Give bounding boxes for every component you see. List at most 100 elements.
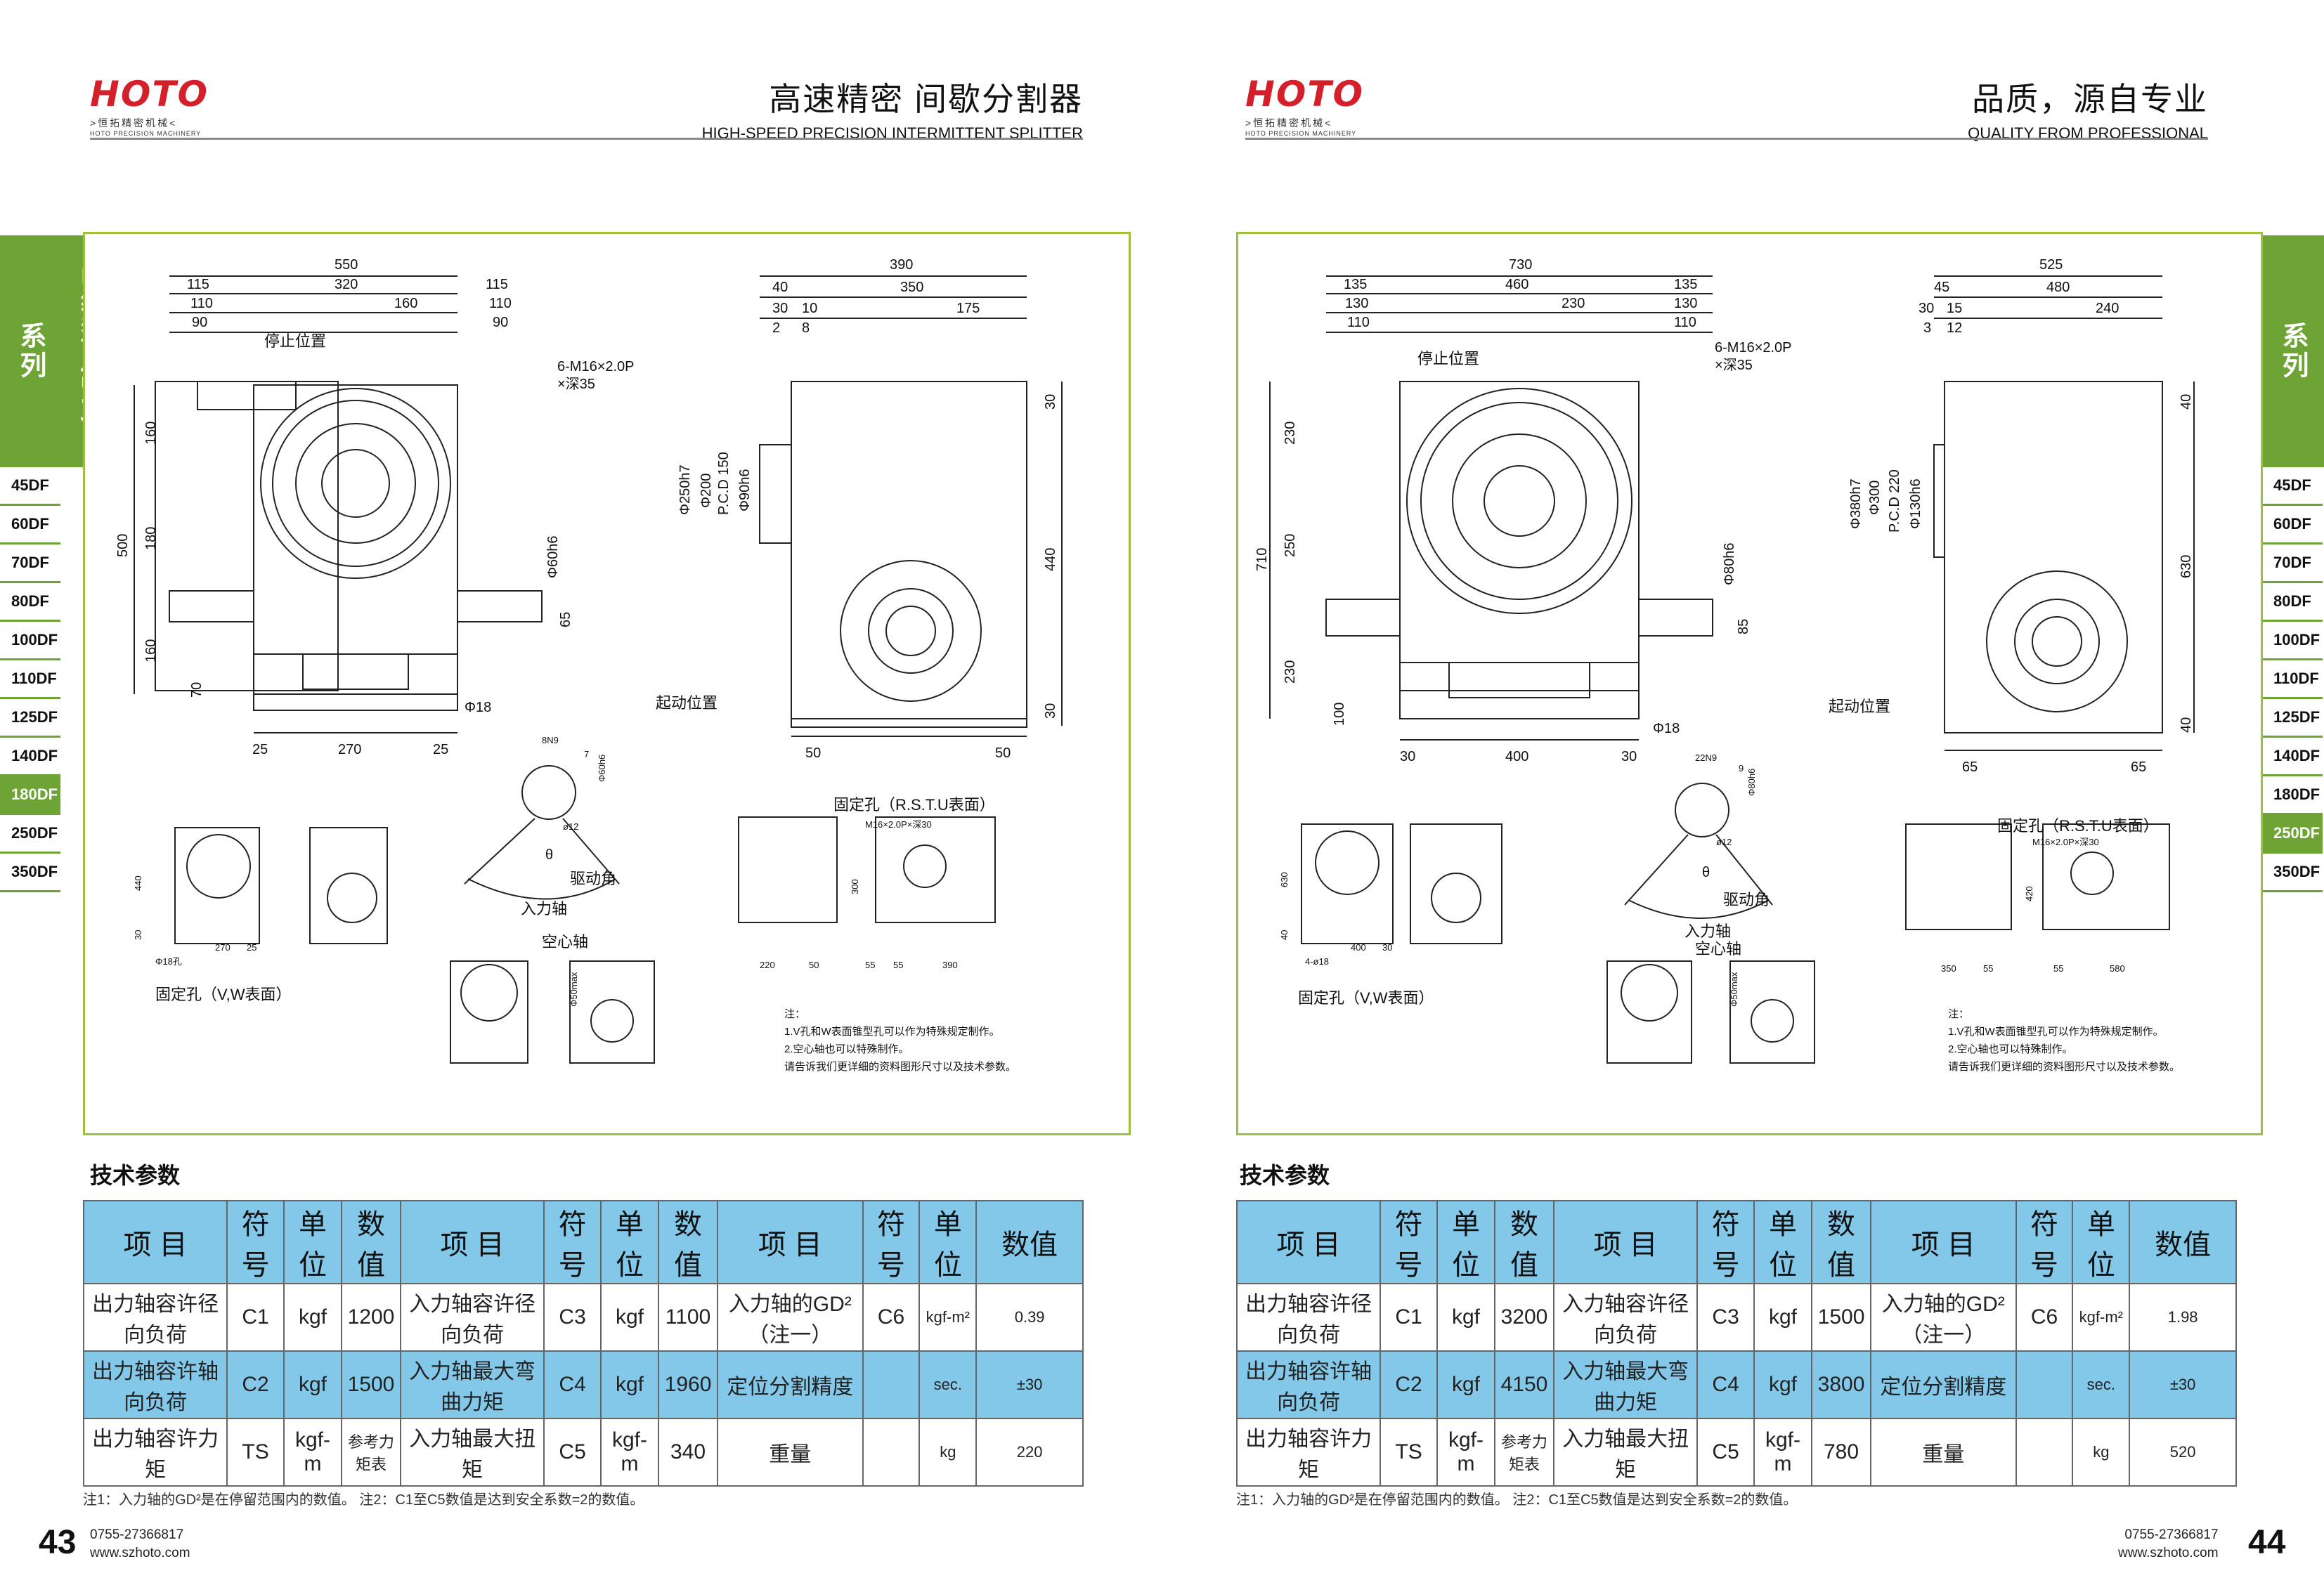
side-dim-40a: 40 [2179, 394, 2194, 410]
side-dim-525: 525 [2039, 257, 2063, 273]
drawing-frame: 550 115 320 115 110 160 110 90 90 停止位置 6… [83, 232, 1131, 1135]
small-dim-55a: 55 [1983, 963, 1993, 974]
side-view-bore-outer [2014, 599, 2100, 684]
model-tab-140df[interactable]: 140DF [0, 738, 60, 776]
model-tab-350df[interactable]: 350DF [2262, 854, 2323, 892]
model-tab-80df[interactable]: 80DF [2262, 583, 2323, 622]
side-dim-10: 10 [802, 301, 817, 316]
technical-drawing: 730 135 460 135 130 230 130 110 110 停止位置… [1254, 257, 2195, 1073]
model-tab-250df[interactable]: 250DF [0, 815, 60, 854]
website-link[interactable]: www.szhoto.com [2118, 1546, 2219, 1560]
table-cell: 重量 [717, 1418, 864, 1487]
model-tab-110df[interactable]: 110DF [2262, 660, 2323, 699]
side-view-base [791, 718, 1027, 728]
table-cell: C3 [543, 1283, 602, 1352]
front-base-notch [302, 653, 409, 690]
dim-110a: 110 [1347, 315, 1370, 330]
drawing-note-2: 2.空心轴也可以特殊制作。 [784, 1043, 909, 1055]
header-title-en: HIGH-SPEED PRECISION INTERMITTENT SPLITT… [701, 124, 1083, 142]
side-dim-65b: 65 [2131, 759, 2146, 775]
table-header-cell: 符号 [862, 1200, 921, 1284]
dim-230a: 230 [1283, 422, 1298, 445]
model-tab-100df[interactable]: 100DF [2262, 622, 2323, 660]
side-dim-240: 240 [2096, 301, 2119, 316]
side-dim-45: 45 [1934, 280, 1949, 295]
small-dim-350: 350 [1941, 963, 1956, 974]
key-shaft-circle [521, 765, 576, 820]
hollow-front-view [450, 960, 528, 1064]
model-tab-180df[interactable]: 180DF [2262, 776, 2323, 815]
table-cell [2015, 1350, 2074, 1419]
table-cell: 出力轴容许轴向负荷 [82, 1350, 228, 1419]
table-header-cell: 项 目 [1553, 1200, 1699, 1284]
side-dim-15: 15 [1947, 301, 1962, 316]
series-label: 凸缘型（DF）系列 [2262, 235, 2324, 467]
side-phi300: Φ300 [1867, 481, 1883, 515]
header-title-cn: 高速精密 间歇分割器 [769, 81, 1083, 117]
model-tab-70df[interactable]: 70DF [2262, 544, 2323, 583]
small-front-flange [1315, 830, 1380, 895]
small-dim-phi50max: Φ50max [569, 972, 579, 1007]
table-header-cell: 单位 [599, 1200, 660, 1284]
model-tab-180df[interactable]: 180DF [0, 776, 60, 815]
model-tab-110df[interactable]: 110DF [0, 660, 60, 699]
model-tab-100df[interactable]: 100DF [0, 622, 60, 660]
rstu-side-view [875, 816, 996, 923]
table-cell: kgf [1436, 1283, 1496, 1352]
table-header-cell: 项 目 [400, 1200, 545, 1284]
rstu-front-view [1905, 823, 2012, 930]
model-tab-60df[interactable]: 60DF [2262, 506, 2323, 544]
header-divider [90, 138, 1083, 140]
model-tab-250df[interactable]: 250DF [2262, 815, 2323, 854]
dim-180: 180 [143, 527, 159, 550]
dim-110b: 110 [1674, 315, 1696, 330]
table-cell: kgf-m [283, 1418, 343, 1487]
model-tab-45df[interactable]: 45DF [0, 467, 60, 506]
table-cell: kgf [283, 1283, 343, 1352]
table-cell: 入力轴的GD²（注一） [717, 1283, 864, 1352]
table-header-cell: 数值 [658, 1200, 719, 1284]
small-dim-40: 40 [1279, 930, 1290, 940]
model-tab-70df[interactable]: 70DF [0, 544, 60, 583]
small-dim-580: 580 [2110, 963, 2125, 974]
table-cell [862, 1418, 921, 1487]
table-header-cell: 数值 [2129, 1200, 2237, 1284]
side-dim-30: 30 [772, 301, 788, 316]
model-tab-125df[interactable]: 125DF [2262, 699, 2323, 738]
table-cell: ±30 [2129, 1350, 2237, 1419]
model-tab-45df[interactable]: 45DF [2262, 467, 2323, 506]
table-cell: 1.98 [2129, 1283, 2237, 1352]
side-dim-480: 480 [2046, 280, 2070, 295]
model-tab-80df[interactable]: 80DF [0, 583, 60, 622]
drawing-note-1: 1.V孔和W表面锥型孔可以作为特殊规定制作。 [784, 1026, 1000, 1038]
parameter-table: 项 目 符号 单位 数值 项 目 符号 单位 数值 项 目 符号 单位 数值 出… [82, 1200, 1084, 1487]
small-front-view [174, 827, 260, 944]
dim-320: 320 [335, 277, 358, 292]
small-dim-55b: 55 [893, 960, 903, 970]
drawing-note-3: 请告诉我们更详细的资料图形尺寸以及技术参数。 [784, 1061, 1016, 1073]
model-tab-125df[interactable]: 125DF [0, 699, 60, 738]
bolt-spec: 6-M16×2.0P [1715, 340, 1792, 356]
table-cell: 3200 [1493, 1283, 1555, 1352]
section-title: 技术参数 [1240, 1163, 1330, 1188]
model-tab-140df[interactable]: 140DF [2262, 738, 2323, 776]
key-22n9: 22N9 [1695, 752, 1717, 763]
side-phi90: Φ90h6 [737, 469, 753, 511]
drawing-note-1: 1.V孔和W表面锥型孔可以作为特殊规定制作。 [1948, 1026, 2164, 1038]
table-cell: C1 [1380, 1283, 1438, 1352]
side-dim-8: 8 [802, 320, 810, 336]
drive-angle-label: 驱动角 [1723, 891, 1770, 908]
table-cell: C6 [862, 1283, 921, 1352]
model-tab-60df[interactable]: 60DF [0, 506, 60, 544]
dim-70: 70 [189, 682, 205, 698]
bolt-depth: ×深35 [557, 376, 595, 392]
drawing-note-3: 请告诉我们更详细的资料图形尺寸以及技术参数。 [1948, 1061, 2180, 1073]
header-divider [1245, 138, 2208, 140]
website-link[interactable]: www.szhoto.com [90, 1546, 190, 1560]
table-cell: 1500 [340, 1350, 402, 1419]
fix-hole-vw-label: 固定孔（V,W表面） [155, 986, 292, 1003]
dim-130a: 130 [1345, 296, 1368, 311]
logo-sub-cn: >恒拓精密机械< [90, 117, 178, 129]
model-tab-350df[interactable]: 350DF [0, 854, 60, 892]
dim-phi60: Φ60h6 [545, 536, 561, 578]
